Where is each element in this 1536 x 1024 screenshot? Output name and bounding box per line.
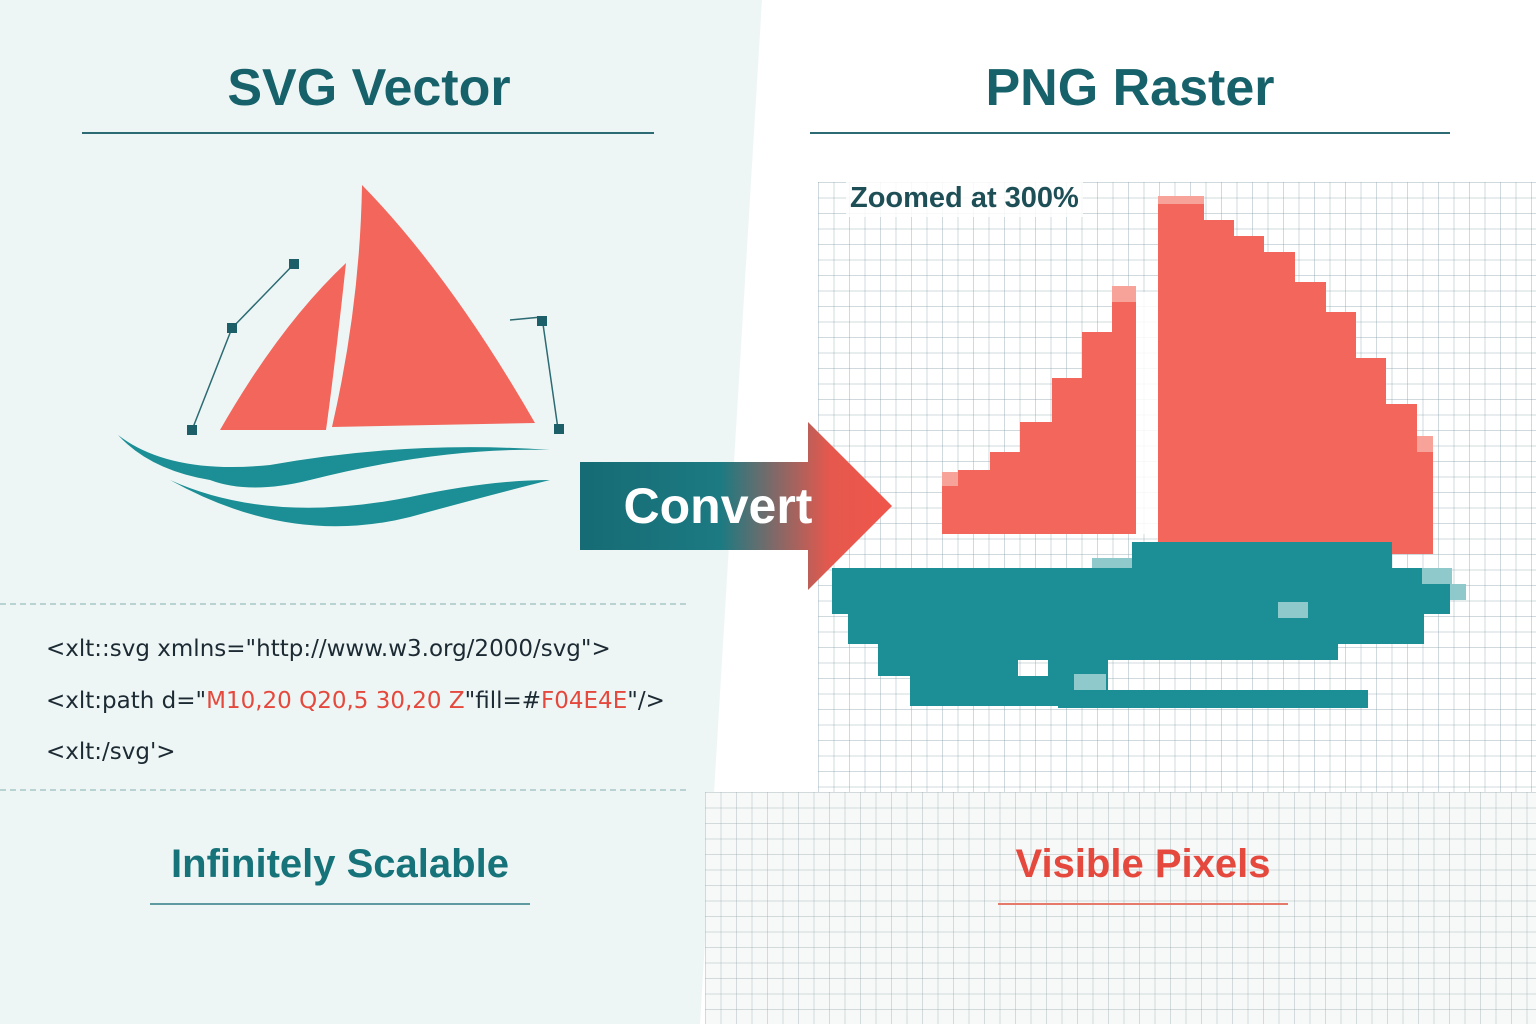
convert-arrow-icon [580, 422, 892, 590]
sailboat-vector-icon [118, 185, 564, 527]
code-line-svg-close: <xlt:/svg'> [46, 739, 176, 765]
sailboat-pixel-icon [832, 196, 1466, 708]
visible-pixels-caption: Visible Pixels [1015, 842, 1271, 886]
png-raster-title: PNG Raster [985, 59, 1275, 117]
right-caption-underline [998, 903, 1288, 905]
code-divider-top [0, 603, 686, 605]
code-line-path: <xlt:path d="M10,20 Q20,5 30,20 Z"fill=#… [46, 688, 665, 714]
pixel-grid-lower [705, 792, 1536, 1024]
zoom-level-label: Zoomed at 300% [846, 180, 1083, 217]
convert-label: Convert [623, 478, 813, 534]
right-title-divider [810, 132, 1450, 134]
code-divider-bottom [0, 789, 686, 791]
left-title-divider [82, 132, 654, 134]
infinitely-scalable-caption: Infinitely Scalable [171, 842, 509, 886]
code-line-svg-open: <xlt::svg xmlns="http://www.w3.org/2000/… [46, 636, 611, 662]
left-caption-underline [150, 903, 530, 905]
svg-vector-title: SVG Vector [227, 59, 511, 117]
